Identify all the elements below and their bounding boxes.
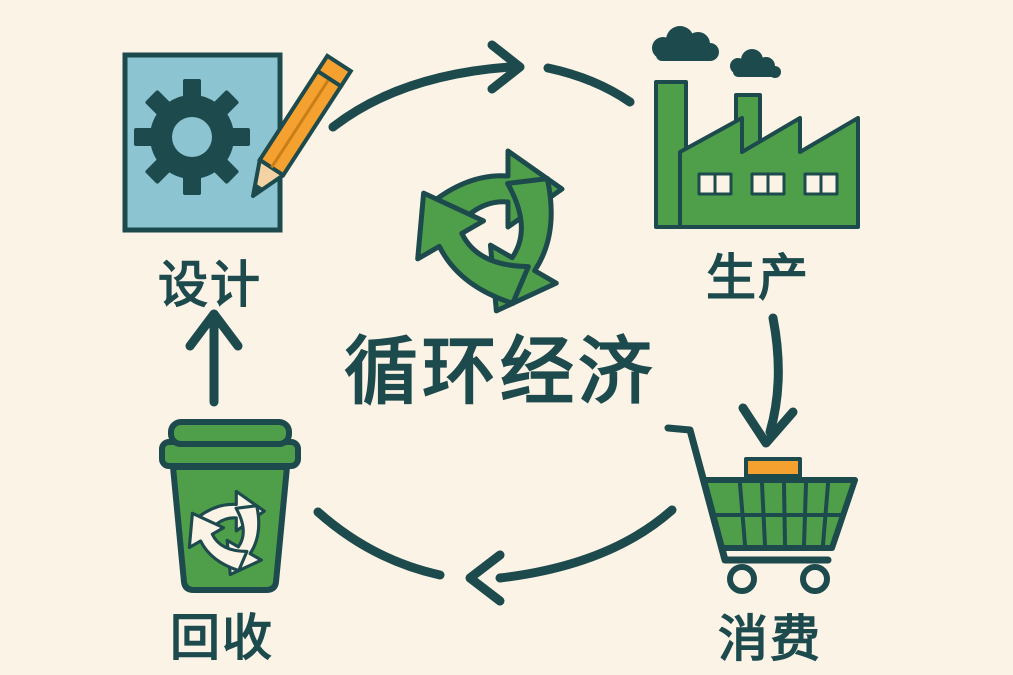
arrow-consumption-to-recycling (313, 505, 677, 606)
arrow-recycling-to-design (185, 309, 243, 407)
recycle-symbol-icon (391, 151, 600, 333)
smoke-icon (652, 26, 781, 78)
stage-label-consumption: 消费 (718, 610, 822, 668)
arrow-design-to-production (328, 40, 635, 132)
stage-label-design: 设计 (158, 256, 262, 314)
stage-label-recycling: 回收 (170, 609, 274, 667)
arrow-production-to-consumption (738, 313, 798, 448)
pencil-icon (251, 53, 354, 198)
cycle-arrows (185, 40, 798, 606)
design-icon (122, 52, 354, 233)
stage-label-production: 生产 (706, 249, 810, 307)
diagram-title: 循环经济 (344, 329, 656, 415)
recycle-bin-icon (159, 419, 301, 593)
factory-icon (652, 26, 860, 229)
gear-icon (134, 79, 250, 195)
shopping-cart-icon (664, 424, 858, 594)
